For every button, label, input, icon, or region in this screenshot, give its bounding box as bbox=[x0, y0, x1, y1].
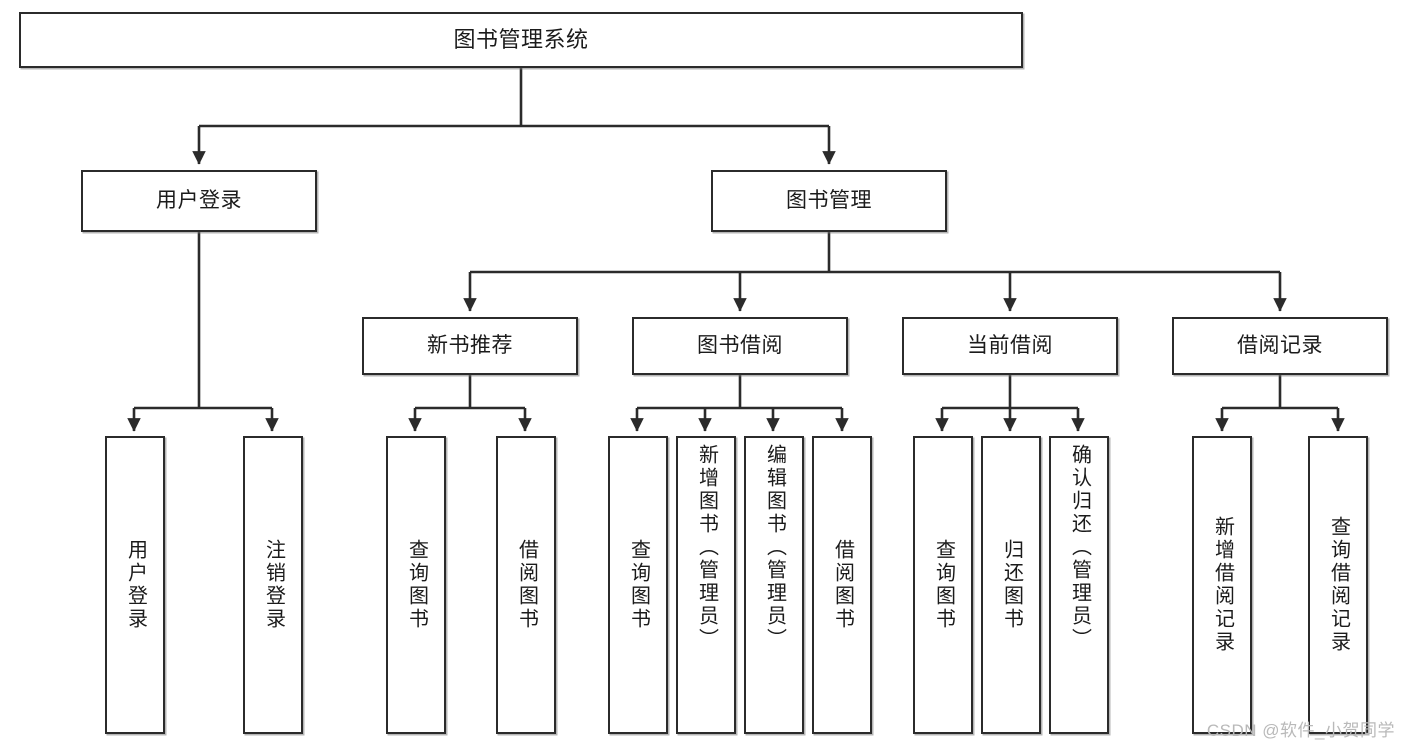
node-user-login[interactable]: 用户登录 bbox=[81, 170, 317, 232]
leaf-confirm-return-admin[interactable]: 确认归还（管理员） bbox=[1049, 436, 1109, 734]
node-label: 编辑图书（管理员） bbox=[763, 444, 786, 651]
node-label: 归还图书 bbox=[1000, 539, 1023, 631]
leaf-return-book[interactable]: 归还图书 bbox=[981, 436, 1041, 734]
node-label: 借阅记录 bbox=[1237, 333, 1323, 357]
node-book-borrow[interactable]: 图书借阅 bbox=[632, 317, 848, 375]
node-root-system[interactable]: 图书管理系统 bbox=[19, 12, 1023, 68]
leaf-query-borrow-record[interactable]: 查询借阅记录 bbox=[1308, 436, 1368, 734]
node-new-book-recommend[interactable]: 新书推荐 bbox=[362, 317, 578, 375]
leaf-edit-book-admin[interactable]: 编辑图书（管理员） bbox=[744, 436, 804, 734]
node-label: 图书借阅 bbox=[697, 333, 783, 357]
node-label: 图书管理 bbox=[786, 188, 872, 212]
node-label: 新书推荐 bbox=[427, 333, 513, 357]
leaf-add-book-admin[interactable]: 新增图书（管理员） bbox=[676, 436, 736, 734]
node-label: 新增图书（管理员） bbox=[695, 444, 718, 651]
leaf-add-borrow-record[interactable]: 新增借阅记录 bbox=[1192, 436, 1252, 734]
leaf-query-book-recommend[interactable]: 查询图书 bbox=[386, 436, 446, 734]
leaf-query-book-current[interactable]: 查询图书 bbox=[913, 436, 973, 734]
node-label: 注销登录 bbox=[262, 539, 285, 631]
node-current-borrow[interactable]: 当前借阅 bbox=[902, 317, 1118, 375]
node-label: 图书管理系统 bbox=[453, 27, 589, 53]
leaf-borrow-book[interactable]: 借阅图书 bbox=[812, 436, 872, 734]
node-label: 查询图书 bbox=[932, 539, 955, 631]
watermark: CSDN @软件_小贺同学 bbox=[1206, 721, 1395, 740]
node-label: 用户登录 bbox=[156, 188, 242, 212]
node-label: 借阅图书 bbox=[515, 539, 538, 631]
node-label: 用户登录 bbox=[124, 539, 147, 631]
node-label: 新增借阅记录 bbox=[1211, 516, 1234, 654]
leaf-borrow-book-recommend[interactable]: 借阅图书 bbox=[496, 436, 556, 734]
leaf-user-login[interactable]: 用户登录 bbox=[105, 436, 165, 734]
leaf-logout[interactable]: 注销登录 bbox=[243, 436, 303, 734]
node-borrow-record[interactable]: 借阅记录 bbox=[1172, 317, 1388, 375]
node-label: 当前借阅 bbox=[967, 333, 1053, 357]
node-book-management[interactable]: 图书管理 bbox=[711, 170, 947, 232]
node-label: 查询借阅记录 bbox=[1327, 516, 1350, 654]
leaf-query-book-borrow[interactable]: 查询图书 bbox=[608, 436, 668, 734]
node-label: 查询图书 bbox=[627, 539, 650, 631]
node-label: 确认归还（管理员） bbox=[1068, 444, 1091, 651]
node-label: 借阅图书 bbox=[831, 539, 854, 631]
node-label: 查询图书 bbox=[405, 539, 428, 631]
